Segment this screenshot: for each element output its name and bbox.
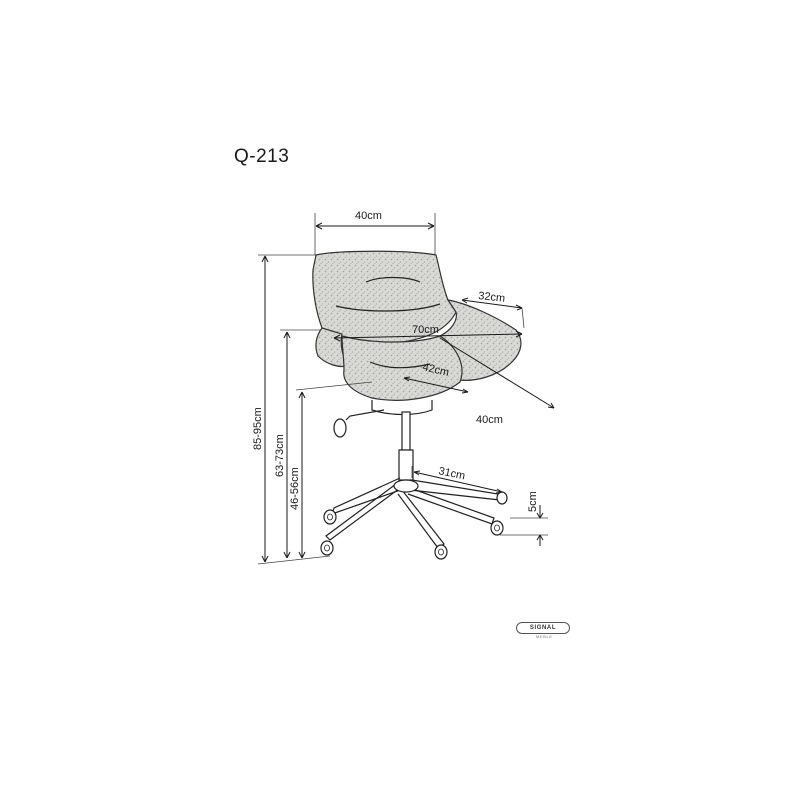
caster-icon — [434, 544, 448, 560]
chair-backrest — [312, 250, 457, 344]
dim-seat-height: 46-56cm — [289, 467, 301, 510]
model-title: Q-213 — [234, 146, 290, 167]
dim-seat-width: 40cm — [476, 414, 503, 426]
casters — [320, 491, 508, 560]
dim-overall-width: 70cm — [412, 324, 439, 336]
gas-lift-cover — [398, 449, 414, 481]
star-base — [325, 477, 501, 549]
caster-icon — [496, 491, 508, 505]
dim-caster-height: 5cm — [527, 491, 539, 512]
lever-knob — [333, 418, 347, 438]
chair-illustration — [312, 250, 522, 560]
brand-logo: SIGNAL — [516, 622, 570, 634]
dim-total-height: 85-95cm — [252, 407, 264, 450]
height-lever — [345, 409, 385, 421]
dim-base-radius: 31cm — [437, 465, 466, 482]
dimension-labels: 40cm 32cm 70cm 42cm 40cm 31cm 5cm 85-95c… — [252, 210, 539, 512]
dim-backrest-width: 40cm — [355, 210, 382, 222]
dimension-lines — [257, 213, 555, 565]
caster-icon — [490, 520, 504, 536]
dim-armrest-height: 32cm — [478, 290, 506, 305]
dim-armrest-floor-height: 63-73cm — [274, 434, 286, 477]
caster-icon — [323, 509, 337, 525]
gas-lift — [401, 411, 411, 451]
brand-logo-sub: MEBLE — [536, 634, 553, 639]
dim-seat-depth: 42cm — [421, 361, 450, 379]
caster-icon — [320, 540, 334, 556]
